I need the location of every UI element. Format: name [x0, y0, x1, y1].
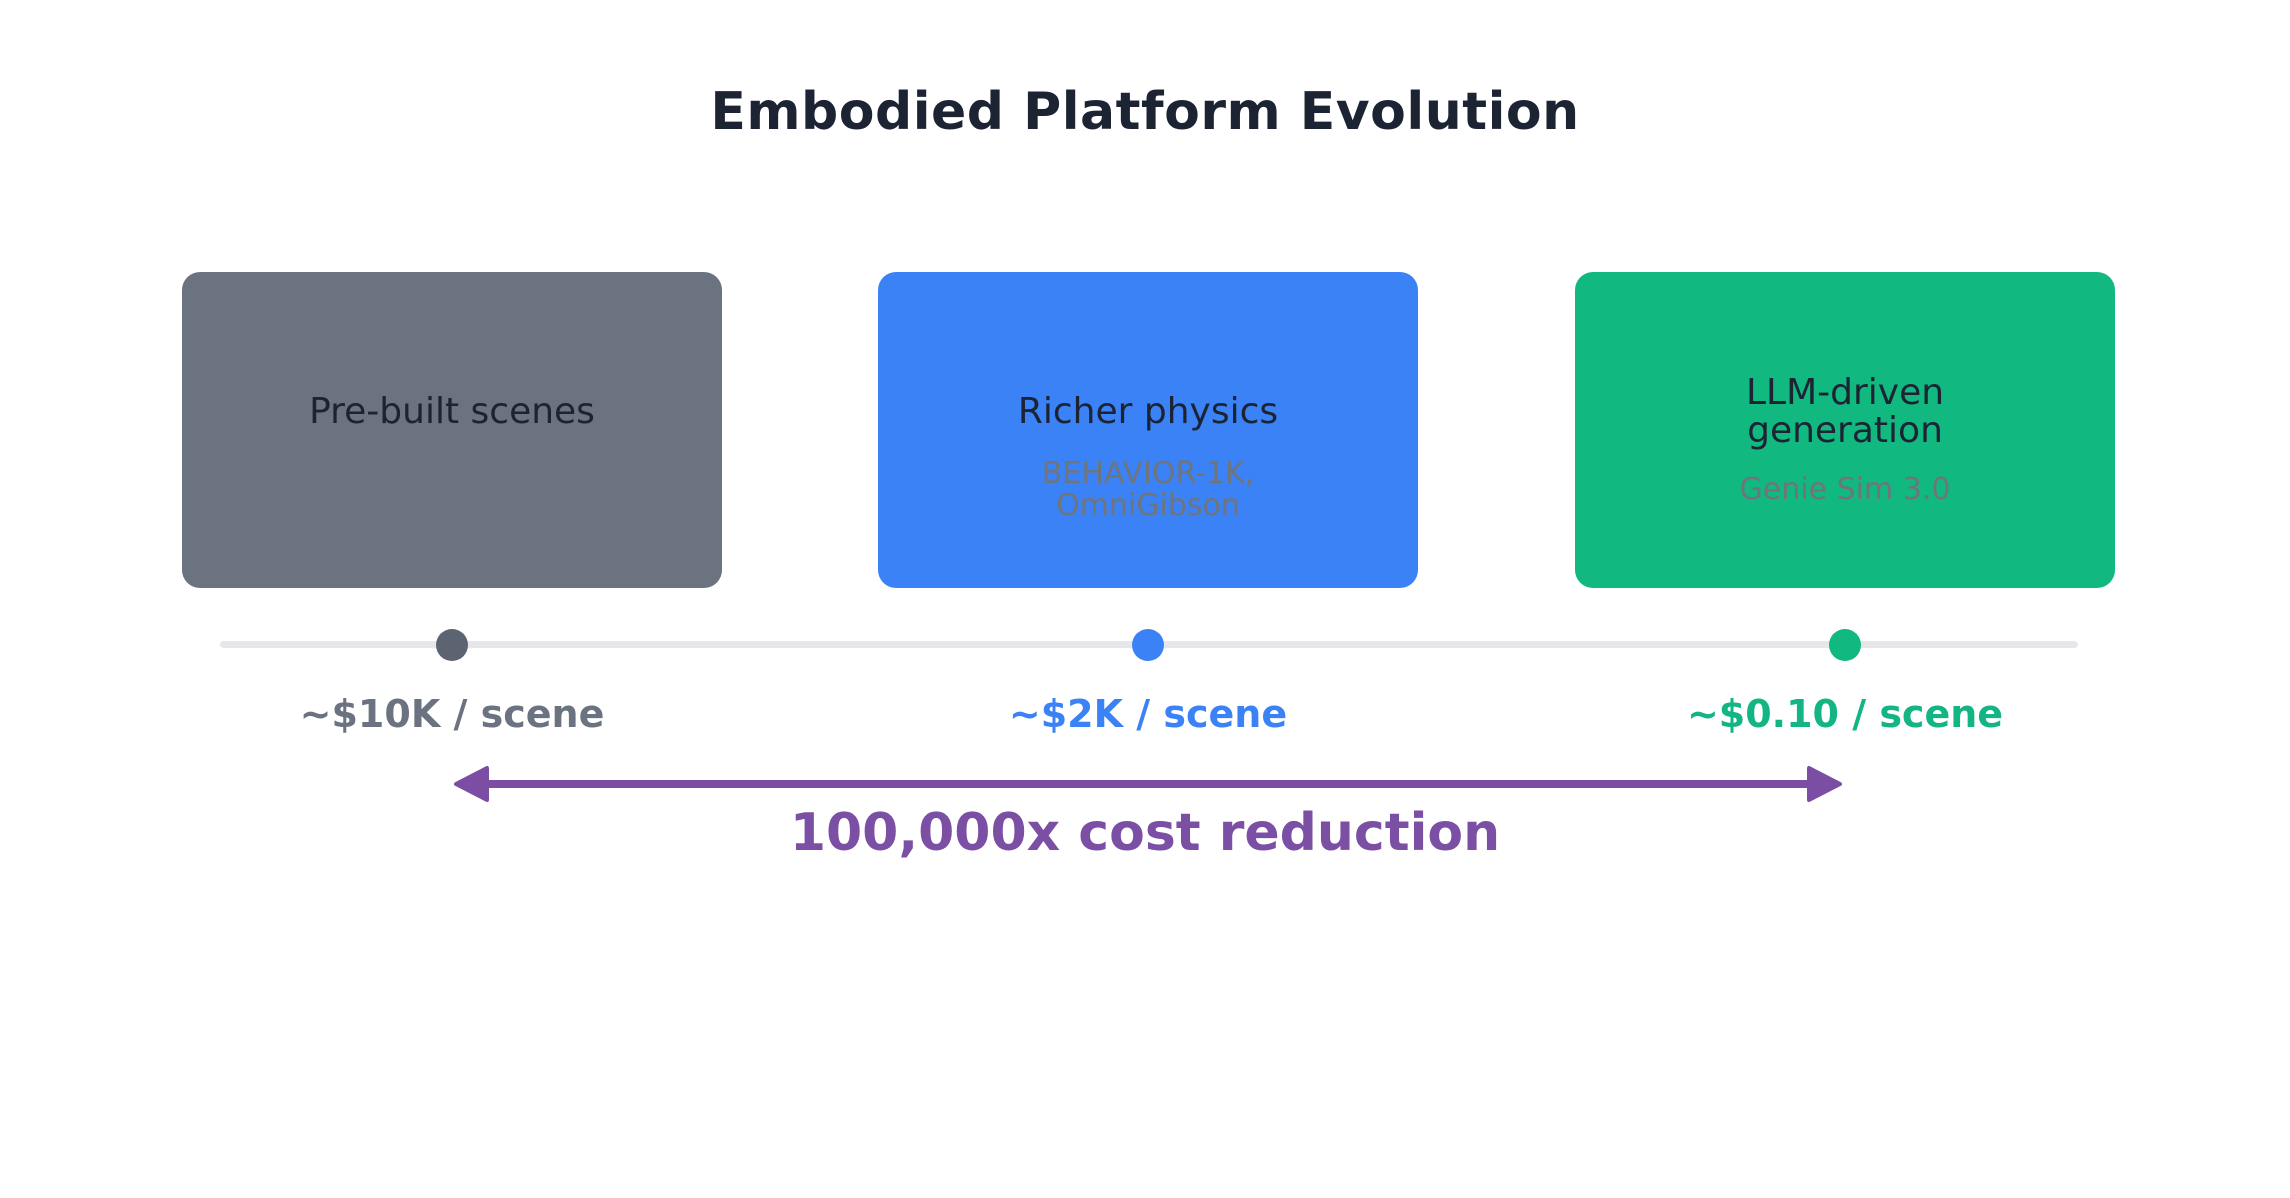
stage-label: Pre-built scenes	[309, 390, 595, 432]
stage-label: LLM-driven generation	[1745, 371, 1945, 451]
cost-reduction-arrow	[454, 766, 1842, 802]
timeline-dot-richer-physics	[1132, 629, 1164, 661]
cost-label-llm-generation: ~$0.10 / scene	[1686, 692, 2004, 736]
cost-reduction-label: 100,000x cost reduction	[789, 803, 1501, 863]
arrow-head-left-icon	[454, 766, 489, 802]
cost-label-prebuilt: ~$10K / scene	[299, 692, 605, 736]
stage-sublabel: Genie Sim 3.0	[1739, 471, 1951, 507]
diagram-title: Embodied Platform Evolution	[710, 82, 1580, 142]
cost-label-richer-physics: ~$2K / scene	[1008, 692, 1288, 736]
stage-card-llm-generation: LLM-driven generation Genie Sim 3.0	[1575, 272, 2115, 588]
timeline-dot-llm-generation	[1829, 629, 1861, 661]
timeline-dot-prebuilt	[436, 629, 468, 661]
stage-sublabel: BEHAVIOR-1K, OmniGibson	[1041, 455, 1255, 523]
stage-label: Richer physics	[1017, 390, 1279, 432]
stage-card-prebuilt-scenes: Pre-built scenes	[182, 272, 722, 588]
arrow-head-right-icon	[1807, 766, 1842, 802]
stage-card-richer-physics: Richer physics BEHAVIOR-1K, OmniGibson	[878, 272, 1418, 588]
